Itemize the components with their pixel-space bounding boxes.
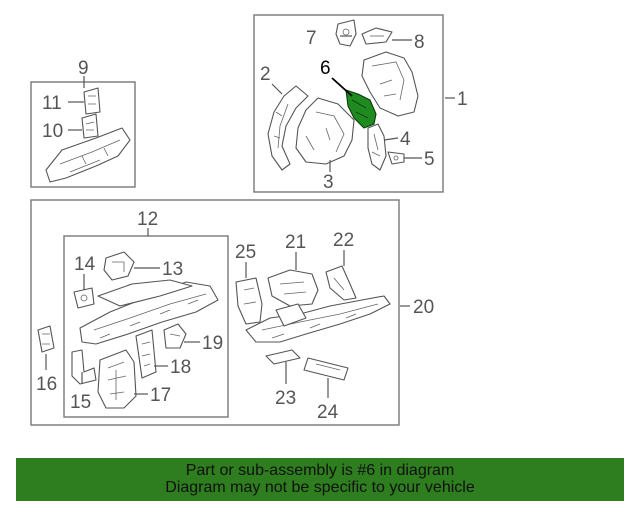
parts-diagram: 7 8 1 2 3 6 4 5 9 11 10 12 13 14 19 18 1…: [30, 14, 468, 426]
banner-line-1: Part or sub-assembly is #6 in diagram: [185, 462, 455, 479]
callout-labels: 7 8 1 2 3 6 4 5 9 11 10 12 13 14 19 18 1…: [36, 28, 468, 423]
leader-lines: [45, 35, 455, 398]
callout-2: 2: [260, 64, 271, 85]
part-1-apron[interactable]: [361, 51, 419, 117]
banner-line-2: Diagram may not be specific to your vehi…: [165, 479, 475, 496]
callout-23: 23: [275, 388, 296, 409]
part-23[interactable]: [265, 349, 301, 365]
part-25[interactable]: [235, 277, 263, 325]
callout-17: 17: [150, 385, 171, 406]
callout-3: 3: [323, 172, 334, 193]
callout-19: 19: [202, 333, 223, 354]
part-5[interactable]: [387, 151, 405, 165]
part-15[interactable]: [71, 349, 97, 385]
callout-13: 13: [162, 259, 183, 280]
callout-24: 24: [317, 402, 339, 423]
part-9-rail[interactable]: [45, 127, 131, 183]
part-6-highlighted[interactable]: [345, 89, 377, 129]
part-21[interactable]: [267, 269, 319, 307]
callout-5: 5: [424, 149, 435, 170]
part-19[interactable]: [163, 323, 187, 349]
part-17[interactable]: [97, 349, 137, 409]
callout-25: 25: [235, 242, 256, 263]
callout-20: 20: [413, 297, 434, 318]
part-11[interactable]: [83, 87, 101, 115]
notice-banner: Part or sub-assembly is #6 in diagram Di…: [16, 458, 624, 501]
callout-4: 4: [400, 129, 411, 150]
part-24[interactable]: [303, 357, 349, 381]
part-4[interactable]: [367, 123, 387, 171]
callout-15: 15: [70, 392, 91, 413]
callout-6: 6: [320, 58, 331, 79]
group-box-20: [30, 199, 400, 426]
callout-12: 12: [137, 209, 158, 230]
callout-22: 22: [333, 230, 354, 251]
part-13[interactable]: [103, 251, 135, 281]
part-22[interactable]: [325, 265, 357, 301]
part-3-wheelhouse-inner[interactable]: [295, 97, 355, 165]
callout-10: 10: [42, 121, 63, 142]
part-18[interactable]: [135, 329, 157, 379]
group-box-9: [30, 81, 136, 188]
callout-11: 11: [42, 93, 62, 114]
callout-7: 7: [306, 28, 317, 49]
part-8[interactable]: [361, 27, 393, 45]
callout-18: 18: [170, 357, 191, 378]
part-10[interactable]: [81, 113, 99, 139]
part-12-rail[interactable]: [79, 279, 219, 345]
callout-14: 14: [74, 254, 96, 275]
part-7[interactable]: [335, 19, 357, 47]
group-box-1: [253, 14, 444, 193]
part-20-rail[interactable]: [245, 295, 391, 343]
callout-8: 8: [414, 32, 425, 53]
part-2-wheelhouse-outer[interactable]: [267, 85, 309, 171]
group-box-12: [63, 235, 229, 418]
callout-9: 9: [78, 58, 89, 79]
part-14[interactable]: [73, 287, 95, 309]
part-16[interactable]: [37, 325, 55, 353]
callout-21: 21: [285, 232, 306, 253]
callout-16: 16: [36, 374, 57, 395]
callout-1: 1: [457, 89, 468, 110]
